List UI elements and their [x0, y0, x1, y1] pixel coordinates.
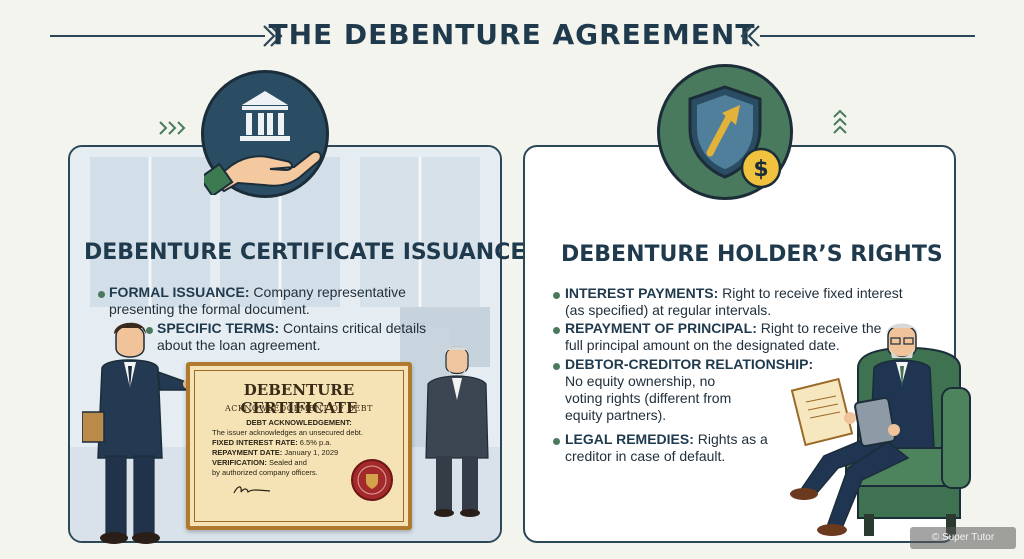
repayment-term: REPAYMENT OF PRINCIPAL: — [565, 320, 757, 336]
formal-issuance-line2: presenting the formal document. — [109, 301, 310, 317]
bank-hand-badge — [201, 70, 329, 198]
repayment-line1: REPAYMENT OF PRINCIPAL: Right to receive… — [565, 320, 882, 336]
interest-payments-term: INTEREST PAYMENTS: — [565, 285, 719, 301]
chevron-up-icon — [833, 109, 847, 134]
legal-remedies-line1: LEGAL REMEDIES: Rights as a — [565, 431, 768, 447]
specific-terms-text: Contains critical details — [279, 320, 427, 336]
certificate-verification-2: by authorized company officers. — [212, 468, 318, 477]
relationship-line4: equity partners). — [565, 407, 667, 423]
seated-debenture-holder — [790, 323, 971, 536]
svg-text:$: $ — [753, 157, 768, 182]
certificate-title: DEBENTURE CERTIFICATE — [240, 381, 358, 417]
bullet-dot — [553, 438, 560, 445]
formal-issuance-term: FORMAL ISSUANCE: — [109, 284, 250, 300]
arrow-up-icon — [706, 105, 740, 157]
formal-issuance-text: Company representative — [249, 284, 406, 300]
repayment-line2: full principal amount on the designated … — [565, 337, 840, 353]
hand-icon — [204, 150, 322, 195]
issuance-heading: DEBENTURE CERTIFICATE ISSUANCE — [84, 240, 526, 265]
older-executive — [425, 346, 489, 517]
header-rule-right — [760, 35, 975, 37]
certificate-rate: FIXED INTEREST RATE: 6.5% p.a. — [212, 438, 332, 447]
rights-heading: DEBENTURE HOLDER’S RIGHTS — [561, 242, 943, 267]
certificate-ack-label: DEBT ACKNOWLEDGEMENT: — [246, 418, 352, 427]
header-rule-left — [50, 35, 265, 37]
page-title: THE DEBENTURE AGREEMENT — [268, 18, 756, 51]
relationship-term: DEBTOR-CREDITOR RELATIONSHIP: — [565, 356, 814, 372]
interest-payments-line1: INTEREST PAYMENTS: Right to receive fixe… — [565, 285, 903, 301]
specific-terms-term: SPECIFIC TERMS: — [157, 320, 280, 336]
certificate-ack-text: The issuer acknowledges an unsecured deb… — [212, 428, 363, 437]
chevron-right-icon — [159, 121, 186, 135]
header-chevron-left-icon — [263, 25, 283, 47]
bank-icon — [240, 91, 290, 141]
formal-issuance-line1: FORMAL ISSUANCE: Company representative — [109, 284, 406, 301]
interest-payments-line2: (as specified) at regular intervals. — [565, 302, 772, 318]
certificate-repayment: REPAYMENT DATE: January 1, 2029 — [212, 448, 339, 457]
certificate-verification: VERIFICATION: Sealed and — [212, 458, 307, 467]
specific-terms-line2: about the loan agreement. — [157, 337, 321, 353]
debenture-certificate: DEBENTURE CERTIFICATE ACKNOWLEDGEMENT OF… — [186, 362, 412, 530]
dollar-coin-icon: $ — [740, 147, 782, 189]
certificate-border — [194, 370, 404, 522]
header-chevron-right-icon — [740, 25, 760, 47]
watermark: © Super Tutor — [910, 527, 1016, 549]
bullet-dot — [553, 292, 560, 299]
bullet-dot — [553, 363, 560, 370]
legal-remedies-term: LEGAL REMEDIES: — [565, 431, 694, 447]
company-seal-icon — [351, 459, 393, 501]
relationship-line2: No equity ownership, no — [565, 373, 716, 389]
certificate-subtitle: ACKNOWLEDGEMENT OF DEBT — [225, 404, 373, 413]
company-representative — [82, 322, 192, 544]
bullet-dot — [146, 327, 153, 334]
relationship-line3: voting rights (different from — [565, 390, 732, 406]
bullet-dot — [98, 291, 105, 298]
shield-badge: $ — [657, 64, 793, 200]
signature-mark — [233, 486, 271, 494]
legal-remedies-line2: creditor in case of default. — [565, 448, 726, 464]
bullet-dot — [553, 327, 560, 334]
specific-terms-line1: SPECIFIC TERMS: Contains critical detail… — [157, 320, 426, 337]
